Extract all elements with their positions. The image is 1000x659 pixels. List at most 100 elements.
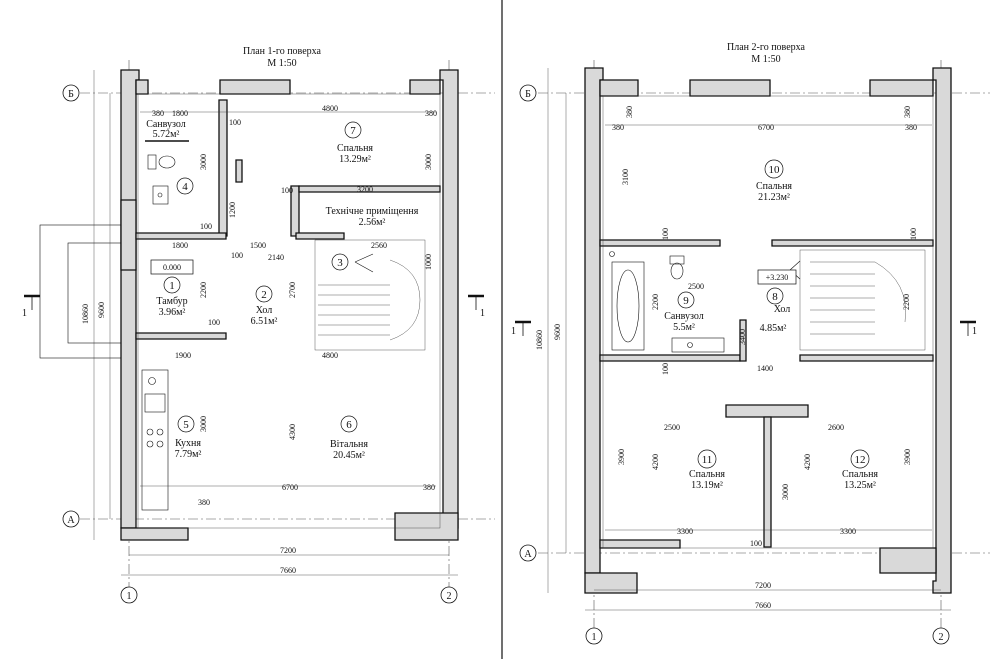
room-8: 8 Хол 4.85м² (760, 287, 790, 334)
svg-text:Спальня: Спальня (842, 469, 878, 480)
svg-text:100: 100 (909, 228, 918, 240)
wall2-north-right (869, 79, 934, 97)
svg-text:6.51м²: 6.51м² (251, 316, 278, 327)
svg-text:7.79м²: 7.79м² (175, 449, 202, 460)
svg-text:Тамбур: Тамбур (156, 296, 187, 307)
wall2-int-7 (763, 416, 772, 548)
axis-bubble-2 (440, 586, 458, 604)
wall-east (439, 69, 459, 529)
svg-text:100: 100 (231, 251, 243, 260)
wall2-south-left (584, 572, 638, 594)
svg-text:380: 380 (905, 123, 917, 132)
plan2-scale: М 1:50 (751, 54, 780, 65)
svg-text:2500: 2500 (688, 282, 704, 291)
axis-bubble-1 (120, 586, 138, 604)
svg-text:3900: 3900 (617, 449, 626, 465)
svg-text:4200: 4200 (651, 454, 660, 470)
svg-text:2700: 2700 (288, 282, 297, 298)
svg-text:1: 1 (169, 280, 175, 292)
wall-north-stub-left (135, 79, 149, 95)
svg-text:4300: 4300 (288, 424, 297, 440)
svg-text:13.25м²: 13.25м² (844, 480, 876, 491)
porch-outline (39, 224, 122, 359)
room-7: 7 Спальня 13.29м² (337, 121, 373, 165)
svg-text:7200: 7200 (755, 581, 771, 590)
svg-text:Спальня: Спальня (337, 143, 373, 154)
room-2: 2 Хол 6.51м² (251, 285, 278, 327)
svg-text:3100: 3100 (621, 169, 630, 185)
svg-text:380: 380 (625, 106, 634, 118)
porch-step (67, 242, 122, 344)
svg-text:20.45м²: 20.45м² (333, 450, 365, 461)
wall2-south-right (879, 547, 937, 574)
stair-1 (314, 239, 426, 351)
axis-label-b-2: Б (525, 89, 531, 100)
svg-text:Вітальня: Вітальня (330, 439, 368, 450)
svg-text:Санвузол: Санвузол (146, 119, 186, 130)
section-mark-left-2: 1 (511, 320, 531, 337)
svg-text:1900: 1900 (175, 351, 191, 360)
axis-bubble-1-2 (585, 627, 603, 645)
room-5: 5 Кухня 7.79м² (175, 415, 202, 460)
wall-west (120, 69, 140, 529)
room-6: 6 Вітальня 20.45м² (330, 415, 368, 461)
svg-text:5: 5 (183, 419, 189, 431)
plan2-dimensions: 380 6700 380 380 380 2500 1400 2500 2600… (535, 106, 918, 610)
plan-1: План 1-го поверха М 1:50 Б А 1 2 (22, 46, 495, 604)
axis-bubble-a (62, 510, 80, 528)
plan1-inner-outline (137, 93, 441, 529)
bathtub-icon (611, 261, 645, 351)
svg-text:1200: 1200 (228, 202, 237, 218)
svg-text:6: 6 (346, 419, 352, 431)
svg-text:2560: 2560 (371, 241, 387, 250)
svg-text:10860: 10860 (81, 304, 90, 324)
svg-text:1800: 1800 (172, 109, 188, 118)
plan1-title: План 1-го поверха (243, 46, 322, 57)
svg-text:3200: 3200 (357, 185, 373, 194)
axis-bubble-b (62, 84, 80, 102)
svg-text:9600: 9600 (553, 324, 562, 340)
svg-text:3900: 3900 (903, 449, 912, 465)
svg-text:11: 11 (702, 454, 713, 466)
svg-text:6700: 6700 (282, 483, 298, 492)
svg-text:3.96м²: 3.96м² (159, 307, 186, 318)
plan1-scale: М 1:50 (267, 58, 296, 69)
wall-int-7 (295, 232, 345, 240)
svg-text:9: 9 (683, 295, 689, 307)
room-sanvuzol: Санвузол 5.72м² (145, 119, 189, 142)
room-tech: Технічне приміщення 2.56м² (326, 206, 419, 228)
plan2-level-box (757, 269, 797, 285)
room-11: 11 Спальня 13.19м² (689, 449, 725, 491)
vanity-icon (671, 337, 725, 353)
svg-text:3000: 3000 (199, 416, 208, 432)
svg-text:3000: 3000 (424, 154, 433, 170)
svg-text:380: 380 (198, 498, 210, 507)
wall2-east (932, 67, 952, 594)
svg-text:3: 3 (337, 257, 343, 269)
svg-text:100: 100 (750, 539, 762, 548)
svg-text:1: 1 (22, 308, 27, 319)
svg-text:2500: 2500 (664, 423, 680, 432)
plan-2: План 2-го поверха М 1:50 Б А 1 2 (511, 42, 990, 645)
svg-text:1500: 1500 (250, 241, 266, 250)
svg-text:13.29м²: 13.29м² (339, 154, 371, 165)
svg-text:4800: 4800 (322, 104, 338, 113)
axis-label-1-2: 1 (592, 632, 597, 643)
svg-text:10: 10 (769, 164, 781, 176)
svg-text:7660: 7660 (755, 601, 771, 610)
room-3: 3 (331, 253, 349, 271)
axis-label-2: 2 (447, 591, 452, 602)
wall-int-1 (218, 99, 228, 237)
axis-label-b: Б (68, 89, 74, 100)
svg-text:100: 100 (208, 318, 220, 327)
sink-drain-icon (157, 192, 163, 198)
stair-2 (789, 249, 926, 351)
svg-text:21.23м²: 21.23м² (758, 192, 790, 203)
svg-text:2200: 2200 (902, 294, 911, 310)
svg-text:2200: 2200 (651, 294, 660, 310)
axis-label-a: А (67, 515, 75, 526)
plan1-level-box (150, 259, 194, 275)
svg-text:10860: 10860 (535, 330, 544, 350)
svg-text:7200: 7200 (280, 546, 296, 555)
